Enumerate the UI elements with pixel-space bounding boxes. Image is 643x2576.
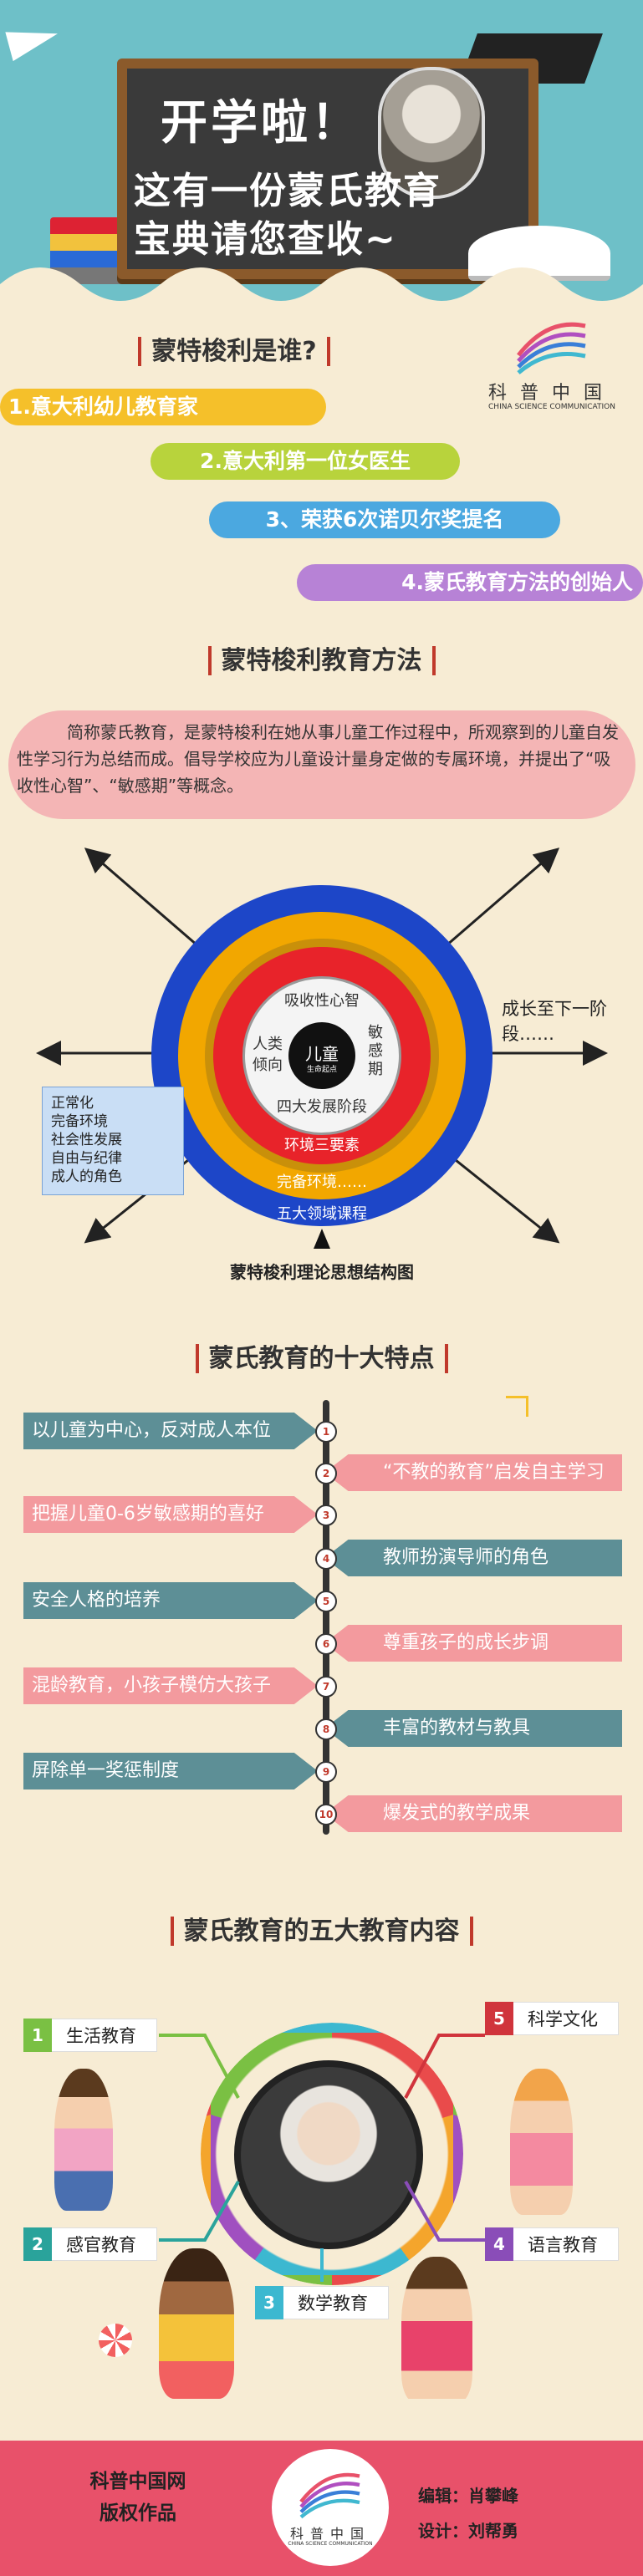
feature-num-10: 10	[315, 1804, 337, 1825]
feature-5: 安全人格的培养	[23, 1582, 318, 1619]
footer-credits: 编辑：肖攀峰 设计：刘帮勇	[418, 2478, 518, 2548]
designer-label: 设计：	[418, 2521, 468, 2541]
five-areas-label: 五大领域课程	[277, 1205, 367, 1223]
paper-plane-icon	[5, 18, 62, 62]
feature-num-4: 4	[315, 1548, 337, 1570]
feature-1: 以儿童为中心，反对成人本位	[23, 1413, 318, 1449]
editor-label: 编辑：	[418, 2486, 468, 2506]
note-line: 成人的角色	[51, 1168, 122, 1185]
ground-strip	[0, 2399, 643, 2441]
feature-num-9: 9	[315, 1761, 337, 1783]
feature-8: 丰富的教材与教具	[324, 1710, 622, 1747]
fact-item-2: 2.意大利第一位女医生	[151, 443, 460, 480]
env3-label: 环境三要素	[284, 1137, 360, 1154]
feature-7: 混龄教育，小孩子模仿大孩子	[23, 1667, 318, 1704]
diagram-caption: 蒙特梭利理论思想结构图	[230, 1262, 414, 1282]
content-num-3: 3	[255, 2286, 283, 2319]
montessori-center-portrait	[234, 2060, 423, 2249]
corner-decoration	[506, 1396, 528, 1417]
next-stage-label: 成长至下一阶段……	[502, 999, 607, 1044]
montessori-portrait	[378, 67, 485, 199]
footer-copyright: 科普中国网 版权作品	[79, 2466, 196, 2529]
tendency-label: 倾向	[253, 1056, 283, 1074]
content-num-4: 4	[485, 2227, 513, 2261]
board-title: 开学啦！	[161, 96, 361, 150]
note-line: 完备环境	[51, 1113, 108, 1130]
editor-name: 肖攀峰	[468, 2486, 518, 2506]
note-line: 社会性发展	[51, 1132, 122, 1148]
board-line1: 这有一份蒙氏教育	[134, 170, 441, 212]
fact-item-4: 4.蒙氏教育方法的创始人	[297, 564, 643, 601]
method-intro: 简称蒙氏教育，是蒙特梭利在她从事儿童工作过程中，所观察到的儿童自发性学习行为总结…	[8, 710, 635, 819]
footer-logo: 科普中国 CHINA SCIENCE COMMUNICATION	[272, 2449, 389, 2566]
feature-10: 爆发式的教学成果	[324, 1795, 622, 1832]
circle-child	[288, 1022, 355, 1089]
feature-num-1: 1	[315, 1421, 337, 1443]
girl-with-bag-icon	[159, 2248, 234, 2399]
feature-9: 屏除单一奖惩制度	[23, 1753, 318, 1789]
footer: 科普中国网 版权作品 科普中国 CHINA SCIENCE COMMUNICAT…	[0, 2441, 643, 2576]
note-line: 自由与纪律	[51, 1150, 122, 1167]
stages-label: 四大发展阶段	[277, 1098, 367, 1116]
section-title-content: 蒙氏教育的五大教育内容	[0, 1910, 643, 1947]
footer-logo-mark-icon	[299, 2472, 360, 2519]
section-title-features: 蒙氏教育的十大特点	[0, 1337, 643, 1374]
section-title-method: 蒙特梭利教育方法	[0, 639, 643, 676]
note-line: 正常化	[51, 1095, 94, 1112]
feature-4: 教师扮演导师的角色	[324, 1540, 622, 1576]
sensitive-label: 敏感期	[368, 1024, 383, 1078]
complete-env-label: 完备环境……	[277, 1173, 367, 1191]
girl-with-lollipop-icon	[401, 2257, 472, 2403]
girl-cartoon-icon	[510, 2069, 573, 2215]
footer-line2: 版权作品	[100, 2502, 176, 2524]
feature-num-2: 2	[315, 1463, 337, 1484]
feature-6: 尊重孩子的成长步调	[324, 1625, 622, 1662]
content-connectors	[159, 2034, 485, 2282]
designer-name: 刘帮勇	[468, 2521, 518, 2541]
fact-item-1: 1.意大利幼儿教育家	[0, 389, 326, 425]
kepu-logo: 科普中国 CHINA SCIENCE COMMUNICATION	[468, 309, 635, 418]
features-timeline	[323, 1400, 329, 1835]
header-scallop	[0, 267, 643, 309]
feature-num-5: 5	[315, 1591, 337, 1612]
footer-logo-cn: 科普中国	[289, 2526, 370, 2542]
header-banner: 开学啦！ 这有一份蒙氏教育 宝典请您查收~	[0, 0, 643, 309]
editor-row: 编辑：肖攀峰	[418, 2478, 518, 2513]
logo-cn: 科普中国	[487, 383, 615, 404]
logo-en: CHINA SCIENCE COMMUNICATION	[488, 403, 615, 411]
human-label: 人类	[253, 1036, 283, 1053]
feature-3: 把握儿童0-6岁敏感期的喜好	[23, 1496, 318, 1533]
footer-logo-en: CHINA SCIENCE COMMUNICATION	[288, 2541, 373, 2547]
lollipop-icon	[99, 2324, 132, 2357]
footer-line1: 科普中国网	[89, 2471, 186, 2492]
section-title-who: 蒙特梭利是谁?	[0, 330, 468, 367]
board-line2: 宝典请您查收~	[134, 218, 397, 261]
caption-arrow-icon	[314, 1229, 330, 1249]
feature-num-7: 7	[315, 1676, 337, 1698]
content-num-2: 2	[23, 2227, 52, 2261]
circle-inner	[242, 976, 401, 1135]
child-sub-label: 生命起点	[306, 1066, 337, 1074]
child-label: 儿童	[305, 1044, 339, 1064]
chalkboard: 开学啦！ 这有一份蒙氏教育 宝典请您查收~	[117, 59, 538, 279]
env-note-box: 正常化 完备环境 社会性发展 自由与纪律 成人的角色	[42, 1087, 184, 1195]
logo-mark-icon	[517, 322, 586, 374]
feature-2: “不教的教育”启发自主学习	[324, 1454, 622, 1491]
feature-num-8: 8	[315, 1718, 337, 1740]
feature-num-3: 3	[315, 1504, 337, 1526]
content-num-1: 1	[23, 2019, 52, 2052]
boy-cartoon-icon	[54, 2069, 113, 2211]
absorb-label: 吸收性心智	[284, 992, 360, 1010]
designer-row: 设计：刘帮勇	[418, 2513, 518, 2548]
content-num-5: 5	[485, 2002, 513, 2035]
feature-num-6: 6	[315, 1633, 337, 1655]
fact-item-3: 3、荣获6次诺贝尔奖提名	[209, 501, 560, 538]
